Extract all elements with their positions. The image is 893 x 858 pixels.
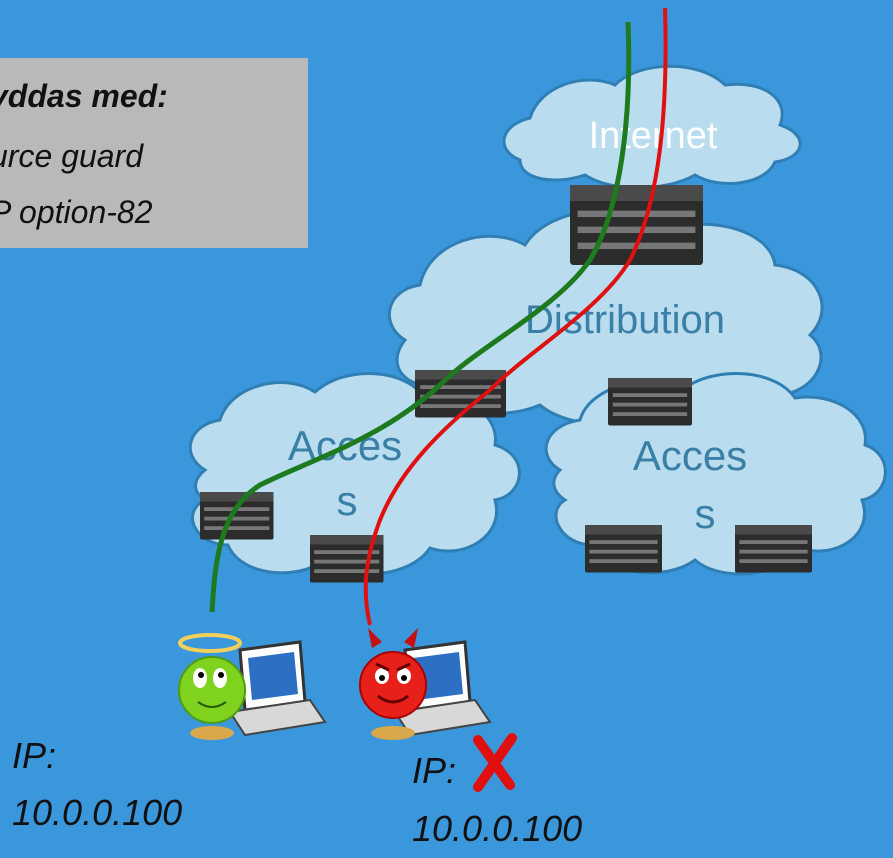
legit-ip-value: 10.0.0.100	[12, 792, 183, 833]
access-right-label-1: Acces	[633, 432, 747, 479]
access-switch-right-2-icon	[735, 525, 812, 573]
attacker-ip-label: IP:	[412, 750, 457, 791]
legit-ip-label: IP:	[12, 735, 57, 776]
internet-label: Internet	[589, 115, 718, 157]
attacker-ip-value: 10.0.0.100	[412, 808, 583, 849]
blocked-x-icon	[473, 733, 517, 792]
note-heading: yddas med:	[0, 78, 168, 114]
access-switch-left-1-icon	[200, 492, 274, 540]
access-switch-right-1-icon	[585, 525, 662, 573]
devil-smiley-icon	[359, 628, 427, 740]
core-switch-icon	[570, 185, 704, 265]
access-right-label-2: s	[695, 490, 716, 537]
attacker-host	[359, 628, 492, 740]
distribution-switch-right-icon	[608, 378, 692, 426]
access-left-label-2: s	[337, 477, 358, 524]
attack-path-line	[363, 7, 668, 626]
protection-note: yddas med: urce guard P option-82	[0, 58, 308, 248]
note-line-1: urce guard	[0, 138, 143, 174]
angel-smiley-icon	[178, 633, 246, 740]
legit-path-line	[209, 21, 632, 613]
note-line-2: P option-82	[0, 194, 153, 230]
legit-host	[178, 633, 327, 740]
